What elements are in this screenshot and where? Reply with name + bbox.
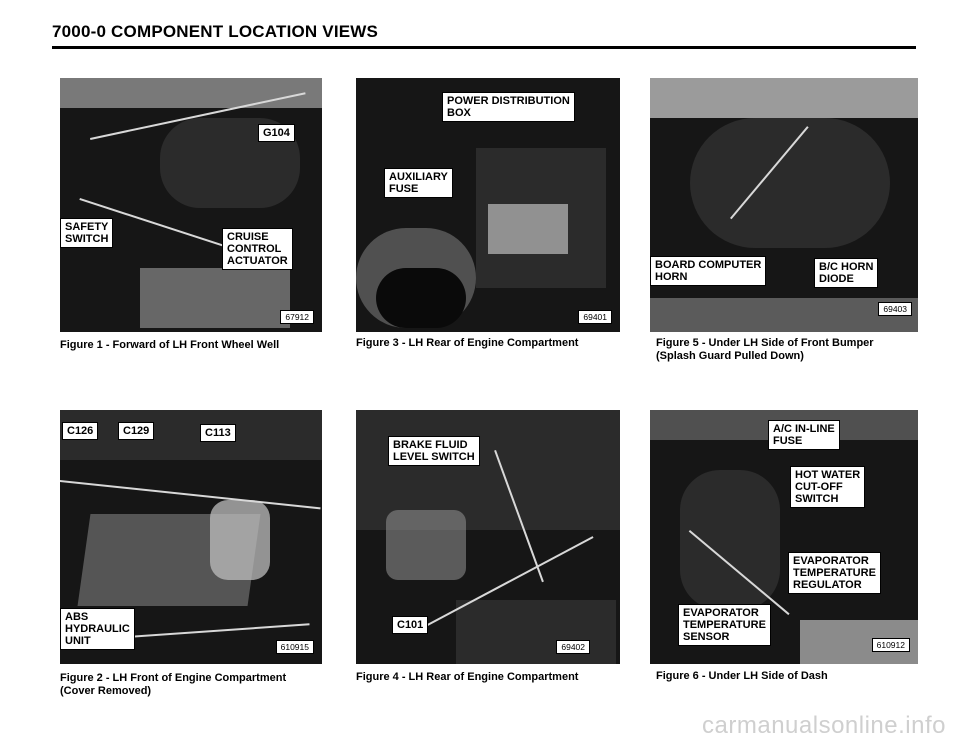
callout-auxiliary-fuse: AUXILIARY FUSE	[384, 168, 453, 198]
figure-1-photo: G104 SAFETY SWITCH CRUISE CONTROL ACTUAT…	[60, 78, 322, 332]
page-title: 7000-0 COMPONENT LOCATION VIEWS	[52, 22, 379, 41]
photo-id-67912: 67912	[280, 310, 314, 324]
callout-ac-in-line-fuse: A/C IN-LINE FUSE	[768, 420, 840, 450]
callout-power-distribution-box: POWER DISTRIBUTION BOX	[442, 92, 575, 122]
callout-c101: C101	[392, 616, 429, 634]
caption-figure-1: Figure 1 - Forward of LH Front Wheel Wel…	[60, 339, 280, 351]
callout-evaporator-temperature-regulator: EVAPORATOR TEMPERATURE REGULATOR	[788, 552, 881, 594]
photo-id-69402: 69402	[556, 640, 590, 654]
callout-bc-horn-diode: B/C HORN DIODE	[814, 258, 879, 288]
callout-g104: G104	[258, 124, 295, 142]
photo-id-610912: 610912	[871, 638, 910, 652]
page-header: 7000-0 COMPONENT LOCATION VIEWS	[52, 20, 916, 49]
callout-cruise-control-actuator: CRUISE CONTROL ACTUATOR	[222, 228, 293, 270]
figure-6-photo: A/C IN-LINE FUSE HOT WATER CUT-OFF SWITC…	[650, 410, 918, 664]
callout-evaporator-temperature-sensor: EVAPORATOR TEMPERATURE SENSOR	[678, 604, 771, 646]
callout-c129: C129	[118, 422, 155, 440]
figure-5-photo: BOARD COMPUTER HORN B/C HORN DIODE 69403	[650, 78, 918, 332]
caption-figure-3: Figure 3 - LH Rear of Engine Compartment	[356, 337, 579, 349]
callout-c113: C113	[200, 424, 236, 442]
callout-board-computer-horn: BOARD COMPUTER HORN	[650, 256, 767, 286]
caption-figure-4: Figure 4 - LH Rear of Engine Compartment	[356, 671, 579, 683]
caption-figure-6: Figure 6 - Under LH Side of Dash	[656, 670, 828, 682]
callout-brake-fluid-level-switch: BRAKE FLUID LEVEL SWITCH	[388, 436, 480, 466]
callout-abs-hydraulic-unit: ABS HYDRAULIC UNIT	[60, 608, 135, 650]
photo-id-69401: 69401	[578, 310, 612, 324]
photo-id-610915: 610915	[275, 640, 314, 654]
figure-2-photo: C126 C129 C113 ABS HYDRAULIC UNIT 610915	[60, 410, 322, 664]
figure-4-photo: BRAKE FLUID LEVEL SWITCH C101 69402	[356, 410, 620, 664]
watermark-text: carmanualsonline.info	[702, 712, 946, 739]
caption-figure-2: Figure 2 - LH Front of Engine Compartmen…	[60, 672, 287, 697]
figure-3-photo: POWER DISTRIBUTION BOX AUXILIARY FUSE 69…	[356, 78, 620, 332]
caption-figure-5: Figure 5 - Under LH Side of Front Bumper…	[656, 337, 874, 362]
callout-hot-water-cut-off-switch: HOT WATER CUT-OFF SWITCH	[790, 466, 866, 508]
photo-id-69403: 69403	[878, 302, 912, 316]
callout-c126: C126	[62, 422, 99, 440]
callout-safety-switch: SAFETY SWITCH	[60, 218, 114, 248]
